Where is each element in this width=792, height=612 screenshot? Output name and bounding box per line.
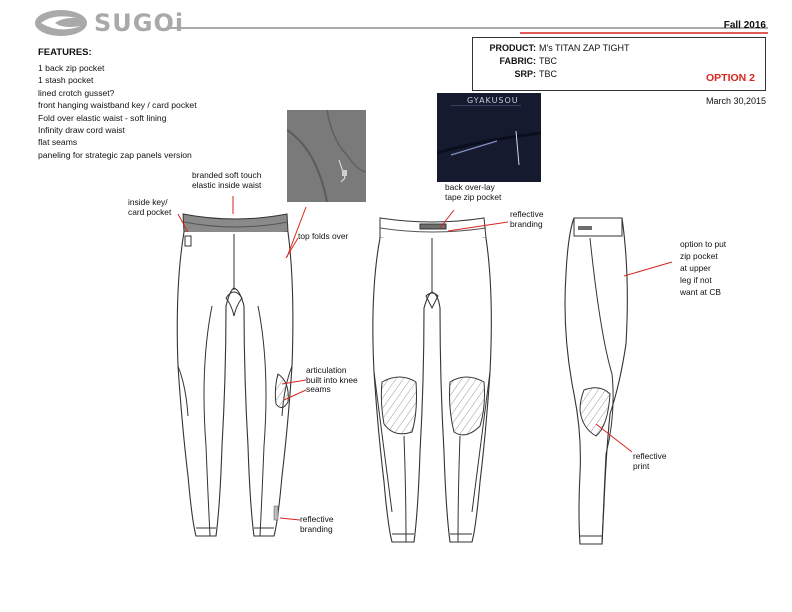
detail-photo-waist [287, 110, 366, 202]
product-info-box: PRODUCT: M's TITAN ZAP TIGHT FABRIC: TBC… [472, 37, 766, 91]
callout-articulation: articulation built into knee seams [306, 365, 358, 395]
srp-label: SRP: [514, 69, 536, 79]
feature-item: paneling for strategic zap panels versio… [38, 149, 192, 160]
features-list: 1 back zip pocket 1 stash pocket lined c… [38, 62, 197, 161]
option-label: OPTION 2 [705, 72, 755, 84]
header-rule [170, 27, 768, 34]
features-title: FEATURES: [38, 47, 92, 58]
callout-reflective-print: reflective print [633, 451, 667, 471]
feature-item: lined crotch gusset? [38, 87, 115, 98]
season-label: Fall 2016 [723, 20, 766, 31]
callout-back-tape-zip: back over-lay tape zip pocket [445, 182, 502, 202]
feature-item: 1 stash pocket [38, 75, 94, 86]
detail-photo-back-pocket: GYAKUSOU [437, 93, 541, 182]
back-view-drawing [372, 217, 492, 543]
callout-inside-key: inside key/ card pocket [128, 197, 172, 217]
photo-brand-mark: GYAKUSOU [467, 96, 519, 105]
date-label: March 30,2015 [705, 96, 766, 106]
feature-item: Fold over elastic waist - soft lining [38, 112, 167, 123]
callout-reflective-branding-front: reflective branding [300, 514, 334, 534]
side-view-drawing [564, 217, 628, 545]
sugoi-logo-icon [35, 10, 87, 36]
callout-reflective-branding-back: reflective branding [510, 209, 544, 229]
fabric-label: FABRIC: [499, 56, 537, 66]
feature-item: flat seams [38, 137, 78, 148]
front-view-drawing [176, 213, 294, 537]
feature-item: front hanging waistband key / card pocke… [38, 100, 197, 111]
feature-item: Infinity draw cord waist [38, 125, 125, 136]
fabric-value: TBC [539, 56, 557, 66]
product-value: M's TITAN ZAP TIGHT [539, 43, 630, 53]
callout-option-zip: option to put zip pocket at upper leg if… [680, 239, 727, 297]
callout-branded-waist: branded soft touch elastic inside waist [192, 170, 262, 190]
srp-value: TBC [539, 69, 557, 79]
feature-item: 1 back zip pocket [38, 63, 105, 73]
callout-top-folds: top folds over [298, 231, 349, 241]
product-label: PRODUCT: [489, 43, 537, 53]
brand-name: SUGOi [94, 9, 185, 37]
